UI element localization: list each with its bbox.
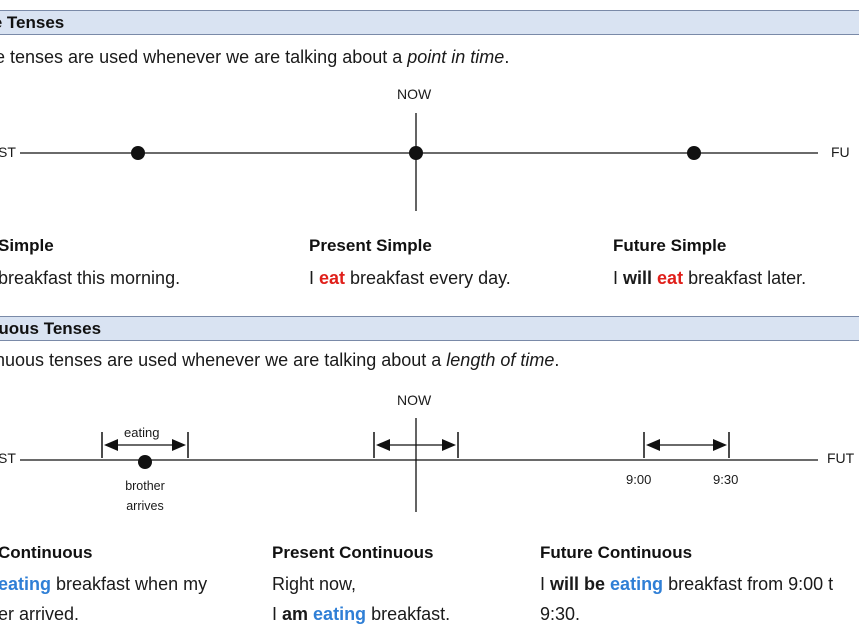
present-continuous-heading: Present Continuous <box>272 543 434 562</box>
future-range-arrowhead-left <box>646 439 660 451</box>
past-range-arrowhead-right <box>172 439 186 451</box>
past-continuous-rest: breakfast when my <box>51 574 208 594</box>
future-continuous-example-line2: 9:30. <box>540 604 581 624</box>
future-simple-heading: Future Simple <box>613 236 727 255</box>
past-continuous-example-line1: eating breakfast when my <box>0 574 207 595</box>
simple-intro-emphasis: point in time <box>407 47 505 67</box>
future-simple-example: I will eat breakfast later. <box>613 268 806 289</box>
brother-label-line1: brother <box>125 479 165 493</box>
brother-arrives-point <box>138 455 152 469</box>
simple-past-label: ST <box>0 144 16 160</box>
past-range-arrowhead-left <box>104 439 118 451</box>
simple-intro-period: . <box>504 47 510 67</box>
continuous-intro-period: . <box>554 350 560 370</box>
present-simple-example: I eat breakfast every day. <box>309 268 511 289</box>
future-continuous-verb: eating <box>610 574 664 594</box>
continuous-tenses-intro: nuous tenses are used whenever we are ta… <box>0 350 559 371</box>
simple-past-point <box>131 146 145 160</box>
future-simple-subject: I <box>613 268 624 288</box>
simple-now-label: NOW <box>397 86 432 102</box>
future-range-arrowhead-right <box>713 439 727 451</box>
past-continuous-example-line2: er arrived. <box>0 604 80 624</box>
future-simple-auxiliary: will <box>623 268 653 288</box>
present-simple-verb: eat <box>319 268 346 288</box>
future-continuous-auxiliary: will be <box>550 574 606 594</box>
future-continuous-example-line1: I will be eating breakfast from 9:00 t <box>540 574 833 595</box>
simple-future-point <box>687 146 701 160</box>
continuous-past-label: ST <box>0 450 16 466</box>
continuous-now-label: NOW <box>397 392 432 408</box>
continuous-future-label: FUT <box>827 450 855 466</box>
future-continuous-heading: Future Continuous <box>540 543 693 562</box>
brother-arrives-label: brother arrives <box>112 476 178 516</box>
past-continuous-verb: eating <box>0 574 52 594</box>
eating-range-label: eating <box>124 425 160 440</box>
present-continuous-rest: breakfast. <box>366 604 451 624</box>
time-label-start: 9:00 <box>626 472 652 487</box>
past-continuous-heading: Continuous <box>0 543 93 562</box>
present-range-arrowhead-left <box>376 439 390 451</box>
simple-tenses-header: le Tenses <box>0 10 859 35</box>
continuous-intro-text: nuous tenses are used whenever we are ta… <box>0 350 447 370</box>
present-continuous-example-line2: I am eating breakfast. <box>272 604 450 625</box>
simple-future-label: FU <box>831 144 850 160</box>
future-continuous-subject: I <box>540 574 551 594</box>
continuous-intro-emphasis: length of time <box>446 350 555 370</box>
time-label-end: 9:30 <box>713 472 739 487</box>
past-simple-heading: Simple <box>0 236 54 255</box>
present-simple-subject: I <box>309 268 320 288</box>
future-continuous-rest: breakfast from 9:00 t <box>663 574 834 594</box>
present-continuous-auxiliary: am <box>282 604 309 624</box>
brother-label-line2: arrives <box>126 499 164 513</box>
continuous-tenses-header: nuous Tenses <box>0 316 859 341</box>
present-continuous-verb: eating <box>313 604 367 624</box>
present-simple-rest: breakfast every day. <box>345 268 511 288</box>
future-simple-verb: eat <box>657 268 684 288</box>
continuous-tenses-title: nuous Tenses <box>0 319 102 338</box>
present-continuous-subject: I <box>272 604 283 624</box>
future-simple-rest: breakfast later. <box>683 268 807 288</box>
simple-tenses-title: le Tenses <box>0 13 65 32</box>
simple-tenses-intro: e tenses are used whenever we are talkin… <box>0 47 509 68</box>
present-range-arrowhead-right <box>442 439 456 451</box>
past-simple-example: breakfast this morning. <box>0 268 181 288</box>
present-continuous-example-line1: Right now, <box>272 574 357 594</box>
present-simple-heading: Present Simple <box>309 236 432 255</box>
simple-now-point <box>409 146 423 160</box>
simple-intro-text: e tenses are used whenever we are talkin… <box>0 47 408 67</box>
